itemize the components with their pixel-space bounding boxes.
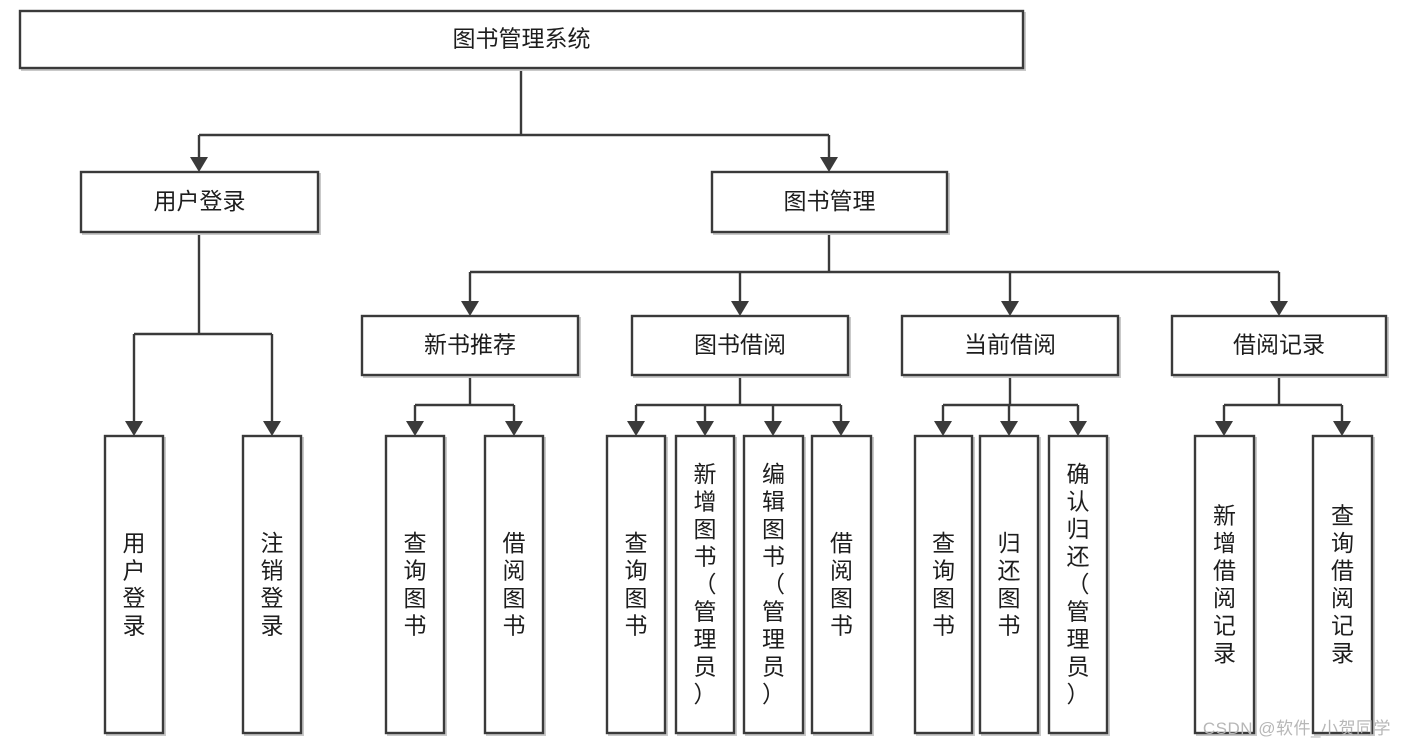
- node-leaf-confirm-return[interactable]: 确认归还（管理员）: [1047, 434, 1110, 736]
- node-label: 图书管理: [784, 188, 876, 214]
- node-book-borrow[interactable]: 图书借阅: [630, 314, 851, 378]
- node-leaf-borrow-book-1[interactable]: 借阅图书: [483, 434, 546, 736]
- node-label: 用户登录: [123, 530, 146, 639]
- node-label: 用户登录: [154, 188, 246, 214]
- node-label: 借阅图书: [503, 530, 526, 639]
- node-new-book-recommend[interactable]: 新书推荐: [360, 314, 581, 378]
- node-leaf-return-book[interactable]: 归还图书: [978, 434, 1041, 736]
- node-user-login[interactable]: 用户登录: [79, 170, 321, 235]
- node-root[interactable]: 图书管理系统: [18, 9, 1026, 71]
- node-label: 借阅记录: [1233, 332, 1325, 358]
- node-leaf-query-book-3[interactable]: 查询图书: [913, 434, 975, 736]
- node-leaf-logout[interactable]: 注销登录: [241, 434, 304, 736]
- node-label: 图书借阅: [694, 332, 786, 358]
- node-label: 查询图书: [625, 530, 648, 639]
- node-book-manage[interactable]: 图书管理: [710, 170, 950, 235]
- node-leaf-query-book-2[interactable]: 查询图书: [605, 434, 668, 736]
- node-label: 编辑图书（管理员）: [762, 461, 785, 707]
- node-label: 新增借阅记录: [1213, 502, 1236, 666]
- nodes-layer: 图书管理系统用户登录图书管理新书推荐图书借阅当前借阅借阅记录用户登录注销登录查询…: [18, 9, 1389, 736]
- node-label: 图书管理系统: [453, 26, 591, 52]
- node-leaf-add-record[interactable]: 新增借阅记录: [1193, 434, 1257, 736]
- node-label: 确认归还（管理员）: [1067, 461, 1090, 707]
- node-label: 注销登录: [261, 530, 284, 639]
- node-borrow-record[interactable]: 借阅记录: [1170, 314, 1389, 378]
- node-label: 借阅图书: [830, 530, 853, 639]
- node-label: 新书推荐: [424, 332, 516, 358]
- node-leaf-borrow-book-2[interactable]: 借阅图书: [810, 434, 874, 736]
- node-label: 查询图书: [404, 530, 427, 639]
- connector-userlogin-to-leaves: [125, 232, 281, 436]
- node-leaf-query-record[interactable]: 查询借阅记录: [1311, 434, 1375, 736]
- connector-current-to-leaves: [934, 375, 1087, 436]
- connector-recommend-to-leaves: [406, 375, 523, 436]
- node-current-borrow[interactable]: 当前借阅: [900, 314, 1121, 378]
- node-leaf-add-book[interactable]: 新增图书（管理员）: [674, 434, 737, 736]
- node-leaf-query-book-1[interactable]: 查询图书: [384, 434, 447, 736]
- node-label: 归还图书: [998, 530, 1021, 639]
- connector-bookmanage-to-level3: [461, 232, 1288, 316]
- node-label: 查询借阅记录: [1331, 502, 1354, 666]
- connector-borrow-to-leaves: [627, 375, 850, 436]
- connector-record-to-leaves: [1215, 375, 1351, 436]
- node-label: 查询图书: [932, 530, 955, 639]
- node-label: 当前借阅: [964, 332, 1056, 358]
- node-leaf-edit-book[interactable]: 编辑图书（管理员）: [742, 434, 806, 736]
- connectors-layer: [125, 68, 1351, 436]
- csdn-watermark: CSDN @软件_小贺同学: [1202, 719, 1391, 738]
- connector-root-to-level2: [190, 68, 838, 172]
- node-leaf-user-login[interactable]: 用户登录: [103, 434, 166, 736]
- node-label: 新增图书（管理员）: [694, 461, 717, 707]
